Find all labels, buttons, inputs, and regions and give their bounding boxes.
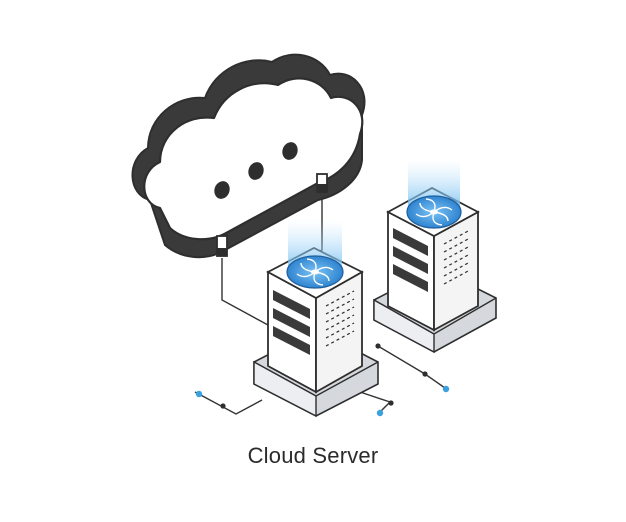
network-node-icon — [195, 343, 450, 417]
caption-title: Cloud Server — [247, 443, 379, 468]
cooling-fan-icon — [286, 255, 344, 289]
cloud-icon — [131, 53, 366, 259]
cooling-fan-icon — [406, 195, 462, 229]
